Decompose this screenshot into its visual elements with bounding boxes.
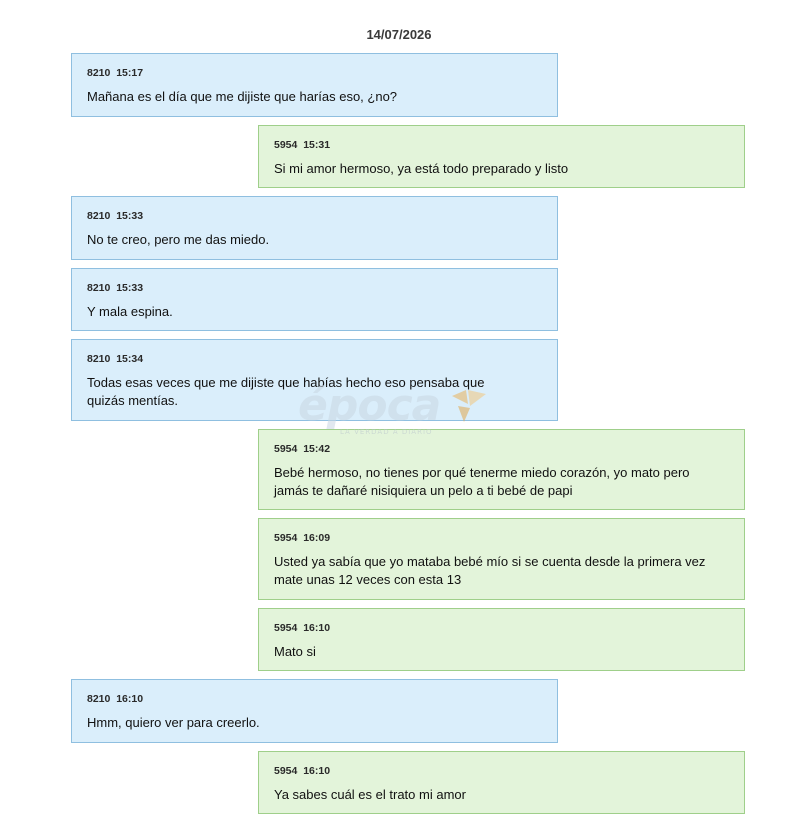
message-text: Y mala espina. <box>87 304 173 319</box>
message-meta: 5954 16:10 <box>274 622 729 634</box>
message-bubble: 5954 15:31 Si mi amor hermoso, ya está t… <box>258 125 745 188</box>
message-text: Mato si <box>274 644 316 659</box>
message-bubble: 8210 15:17 Mañana es el día que me dijis… <box>71 53 558 117</box>
date-header: 14/07/2026 <box>366 27 432 42</box>
sender-id: 5954 <box>274 139 298 151</box>
sender-id: 8210 <box>87 67 111 79</box>
message-time: 16:10 <box>116 693 144 705</box>
sender-id: 8210 <box>87 210 111 222</box>
message-bubble: 8210 15:33 Y mala espina. <box>71 268 558 331</box>
message-time: 15:17 <box>116 67 144 79</box>
message-text: Ya sabes cuál es el trato mi amor <box>274 787 466 802</box>
message-bubble: 5954 15:42 Bebé hermoso, no tienes por q… <box>258 429 745 510</box>
sender-id: 8210 <box>87 693 111 705</box>
sender-id: 5954 <box>274 443 298 455</box>
message-text: Todas esas veces que me dijiste que habí… <box>87 375 485 408</box>
sender-id: 5954 <box>274 622 298 634</box>
sender-id: 5954 <box>274 765 298 777</box>
message-time: 16:10 <box>303 765 331 777</box>
message-bubble: 8210 15:34 Todas esas veces que me dijis… <box>71 339 558 421</box>
message-text: Hmm, quiero ver para creerlo. <box>87 715 260 730</box>
message-bubble: 8210 15:33 No te creo, pero me das miedo… <box>71 196 558 260</box>
sender-id: 8210 <box>87 353 111 365</box>
message-text: Usted ya sabía que yo mataba bebé mío si… <box>274 554 706 587</box>
message-bubble: 5954 16:10 Mato si <box>258 608 745 671</box>
sender-id: 8210 <box>87 282 111 294</box>
sender-id: 5954 <box>274 532 298 544</box>
message-meta: 5954 16:10 <box>274 765 729 777</box>
message-meta: 5954 15:31 <box>274 139 729 151</box>
message-bubble: 5954 16:09 Usted ya sabía que yo mataba … <box>258 518 745 600</box>
message-meta: 5954 16:09 <box>274 532 729 544</box>
message-time: 15:34 <box>116 353 144 365</box>
message-time: 15:31 <box>303 139 331 151</box>
message-text: Si mi amor hermoso, ya está todo prepara… <box>274 161 569 176</box>
message-text: No te creo, pero me das miedo. <box>87 232 270 247</box>
message-time: 15:33 <box>116 282 144 294</box>
message-meta: 8210 15:17 <box>87 67 542 79</box>
message-meta: 8210 15:33 <box>87 282 542 294</box>
message-time: 16:10 <box>303 622 331 634</box>
message-meta: 8210 15:33 <box>87 210 542 222</box>
message-time: 15:33 <box>116 210 144 222</box>
message-time: 15:42 <box>303 443 331 455</box>
message-meta: 5954 15:42 <box>274 443 729 455</box>
message-text: Bebé hermoso, no tienes por qué tenerme … <box>274 465 690 498</box>
message-bubble: 5954 16:10 Ya sabes cuál es el trato mi … <box>258 751 745 814</box>
message-meta: 8210 16:10 <box>87 693 542 705</box>
message-text: Mañana es el día que me dijiste que harí… <box>87 89 398 104</box>
message-meta: 8210 15:34 <box>87 353 542 365</box>
message-time: 16:09 <box>303 532 331 544</box>
message-bubble: 8210 16:10 Hmm, quiero ver para creerlo. <box>71 679 558 743</box>
